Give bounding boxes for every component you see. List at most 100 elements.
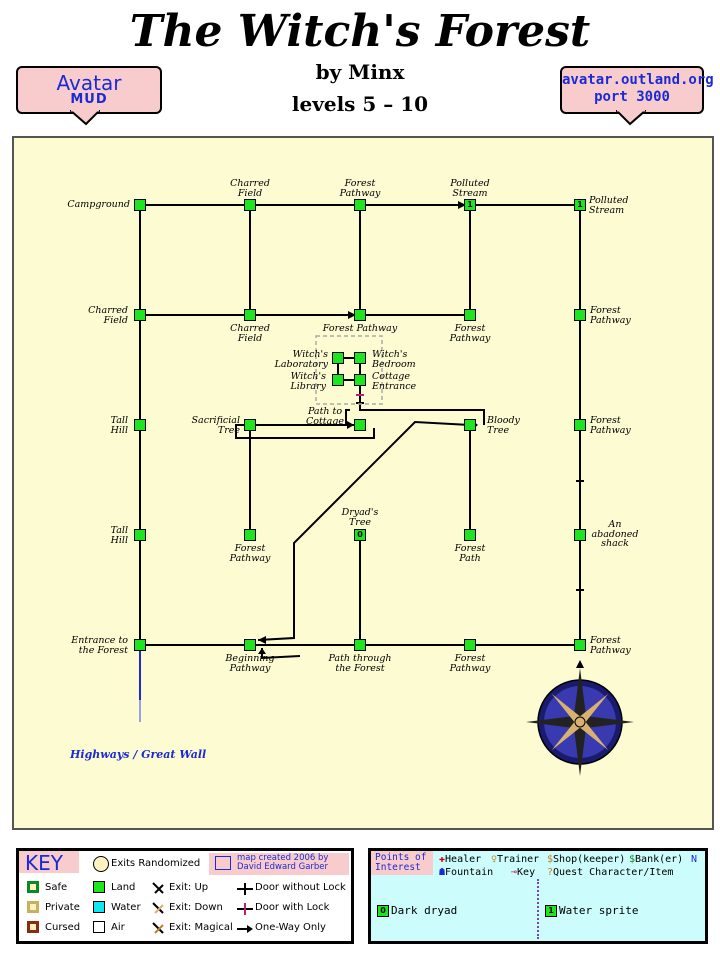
north-icon: N (691, 854, 698, 865)
label-forest-pathway-top: Forest Pathway (339, 178, 381, 199)
room-polluted-stream-2[interactable]: 1 (574, 199, 586, 211)
label-sacrificial-tree: Sacrificial Tree (191, 415, 240, 436)
label-tall-hill-2: Tall Hill (110, 525, 128, 546)
room-forest-pathway-right1[interactable] (574, 309, 586, 321)
room-forest-path[interactable] (464, 529, 476, 541)
credit-bg (209, 853, 349, 875)
key-one-way: One-Way Only (255, 922, 326, 933)
room-cottage-entrance[interactable] (354, 374, 366, 386)
trainer-icon: ♀ (491, 854, 498, 865)
label-forest-pathway-right2: Forest Pathway (590, 415, 631, 436)
badge-pointer-right (616, 110, 646, 126)
room-entrance[interactable] (134, 639, 146, 651)
room-witchs-bedroom[interactable] (354, 352, 366, 364)
cursed-swatch-icon (27, 921, 39, 933)
badge-pointer-left (70, 110, 100, 126)
compass-rose-icon (526, 660, 634, 776)
label-forest-pathway-right3: Forest Pathway (590, 635, 631, 656)
key-exit-up: Exit: Up (169, 882, 209, 893)
poi-1-name[interactable]: Water sprite (559, 904, 639, 917)
label-tall-hill-1: Tall Hill (110, 415, 128, 436)
label-witchs-bedroom: Witch's Bedroom (372, 349, 416, 370)
key-door-lock: Door with Lock (255, 902, 330, 913)
exit-icons (152, 882, 164, 934)
poi-quest: ?Quest Character/Item (547, 867, 674, 878)
room-abandoned-shack[interactable] (574, 529, 586, 541)
key-panel: KEY Exits Randomized map created 2006 by… (16, 848, 354, 944)
door-icons (237, 883, 253, 933)
room-witchs-library[interactable] (332, 374, 344, 386)
key-cursed: Cursed (45, 922, 81, 933)
room-forest-pathway-right2[interactable] (574, 419, 586, 431)
key-exits-randomized: Exits Randomized (111, 858, 201, 869)
label-charred-field-top: Charred Field (230, 178, 270, 199)
label-cottage-entrance: Cottage Entrance (372, 371, 417, 392)
poi-fountain: ☗Fountain (439, 867, 494, 878)
poi-trainer: ♀Trainer (491, 854, 540, 865)
key-title: KEY (25, 851, 63, 875)
room-charred-field-mid[interactable] (244, 309, 256, 321)
poi-healer: ✚Healer (439, 854, 482, 865)
label-forest-pathway-c4: Forest Pathway (449, 323, 491, 344)
room-beginning-pathway[interactable] (244, 639, 256, 651)
label-path-through: Path through the Forest (328, 653, 392, 674)
room-forest-pathway-right3[interactable] (574, 639, 586, 651)
highways-link[interactable]: Highways / Great Wall (70, 748, 207, 761)
shop-icon: $ (547, 854, 554, 865)
room-polluted-stream-1[interactable]: 1 (464, 199, 476, 211)
label-witchs-laboratory: Witch's Laboratory (274, 349, 328, 370)
poi-0-name[interactable]: Dark dryad (391, 904, 458, 917)
room-number: 1 (467, 200, 473, 209)
exits-randomized-icon (93, 856, 109, 872)
room-witchs-laboratory[interactable] (332, 352, 344, 364)
label-entrance: Entrance to the Forest (71, 635, 128, 656)
room-forest-pathway-bottom[interactable] (464, 639, 476, 651)
healer-icon: ✚ (439, 854, 446, 865)
poi-divider (537, 879, 539, 939)
room-forest-pathway-c2[interactable] (244, 529, 256, 541)
fountain-icon: ☗ (439, 867, 446, 878)
poi-shop: $Shop(keeper) (547, 854, 626, 865)
poi-bank: $Bank(er) (629, 854, 684, 865)
poi-title: Points of Interest (375, 852, 427, 873)
author-line: by Minx (315, 60, 405, 84)
key-door-no-lock: Door without Lock (255, 882, 346, 893)
room-path-through[interactable] (354, 639, 366, 651)
room-tall-hill-2[interactable] (134, 529, 146, 541)
label-dryads-tree: Dryad's Tree (341, 507, 379, 528)
server-badge: avatar.outland.org port 3000 (560, 66, 714, 114)
room-forest-pathway-mid[interactable] (354, 309, 366, 321)
label-forest-path: Forest Path (454, 543, 486, 564)
key-title-bg (19, 851, 79, 873)
label-charred-field-mid: Charred Field (230, 323, 270, 344)
room-number: 0 (357, 530, 363, 539)
badge-mud-text: MUD (70, 92, 108, 107)
key-safe: Safe (45, 882, 68, 893)
room-tall-hill-1[interactable] (134, 419, 146, 431)
private-swatch-icon (27, 901, 39, 913)
key-private: Private (45, 902, 80, 913)
room-forest-pathway-top[interactable] (354, 199, 366, 211)
label-charred-field-left: Charred Field (88, 305, 128, 326)
levels-line: levels 5 – 10 (291, 92, 429, 116)
label-forest-pathway-mid: Forest Pathway (322, 323, 398, 334)
poi-title-bg (371, 851, 433, 875)
label-abandoned-shack: An abadoned shack (591, 519, 639, 549)
map-title: The Witch's Forest (129, 6, 591, 57)
server-port: port 3000 (594, 89, 670, 105)
room-campground[interactable] (134, 199, 146, 211)
room-path-to-cottage[interactable] (354, 419, 366, 431)
room-number: 1 (577, 200, 583, 209)
air-swatch-icon (93, 921, 105, 933)
label-forest-pathway-bottom: Forest Pathway (449, 653, 491, 674)
poi-0-badge: 0 (377, 905, 389, 917)
room-charred-field-top[interactable] (244, 199, 256, 211)
room-sacrificial-tree[interactable] (244, 419, 256, 431)
key-air: Air (111, 922, 125, 933)
room-dryads-tree[interactable]: 0 (354, 529, 366, 541)
label-path-to-cottage: Path to Cottage (306, 406, 344, 427)
room-forest-pathway-c4[interactable] (464, 309, 476, 321)
room-charred-field-left[interactable] (134, 309, 146, 321)
badge-avatar-text: Avatar (56, 71, 122, 95)
room-bloody-tree[interactable] (464, 419, 476, 431)
